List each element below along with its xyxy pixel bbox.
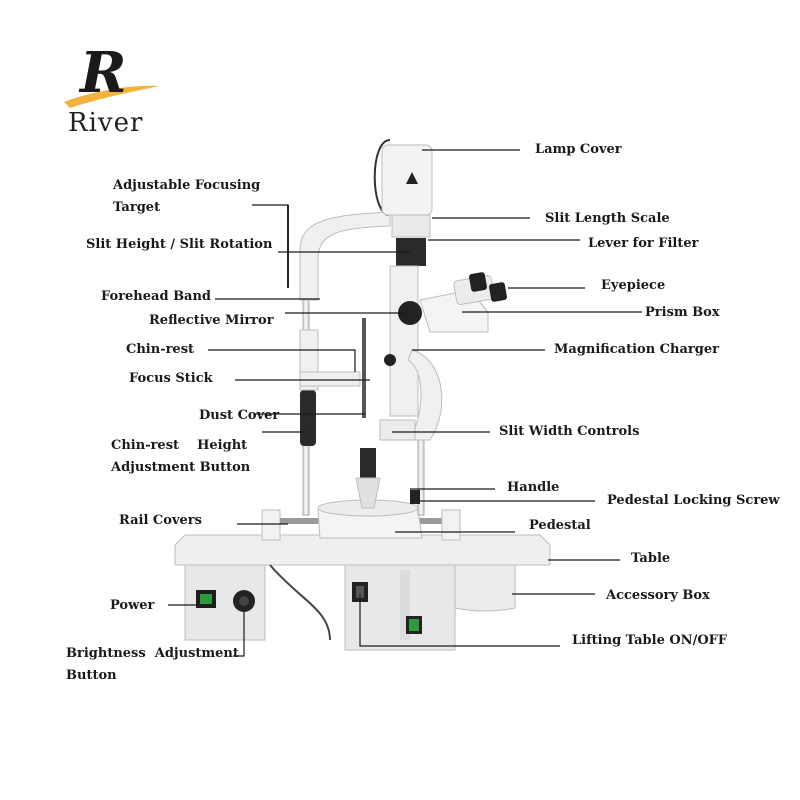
focus-stick[interactable] (362, 318, 366, 418)
label-focus-stick: Focus Stick (129, 371, 213, 386)
label-power: Power (110, 598, 155, 613)
label-adjustable-focusing-target: Adjustable Focusing Target (113, 178, 261, 215)
brand-logo-mark: R (64, 40, 160, 108)
label-prism-box: Prism Box (645, 305, 720, 320)
brand-logo-letter: R (78, 40, 127, 106)
brand-name: River (68, 108, 144, 138)
label-chin-rest: Chin-rest (126, 342, 195, 357)
slit-width-controls[interactable] (379, 419, 416, 441)
leader-line (252, 204, 289, 288)
reflective-mirror (398, 301, 422, 325)
label-magnification-charger: Magnification Charger (554, 342, 719, 357)
label-pedestal: Pedestal (529, 518, 591, 533)
lamp-cover (381, 144, 433, 216)
label-slit-width-controls: Slit Width Controls (499, 424, 640, 439)
power-cable (269, 564, 331, 641)
handle[interactable] (355, 448, 420, 509)
eyepiece[interactable] (489, 282, 508, 303)
chin-rest-height-button[interactable] (300, 390, 316, 446)
power-switch[interactable] (196, 590, 216, 608)
label-lamp-cover: Lamp Cover (535, 142, 622, 157)
label-table: Table (631, 551, 671, 566)
brightness-knob[interactable] (233, 590, 255, 612)
label-lever-for-filter: Lever for Filter (588, 236, 699, 251)
accessory-box (454, 564, 516, 612)
label-accessory-box: Accessory Box (606, 588, 710, 603)
brand-swoosh (64, 85, 160, 108)
leader-lines (168, 149, 642, 657)
label-pedestal-locking-screw: Pedestal Locking Screw (607, 493, 780, 508)
microscope (419, 272, 508, 333)
label-lifting-table-on-off: Lifting Table ON/OFF (572, 633, 728, 648)
slit-lamp-column (373, 139, 443, 441)
label-reflective-mirror: Reflective Mirror (149, 313, 274, 328)
lifting-table-switch[interactable] (352, 582, 422, 634)
table (174, 534, 551, 651)
label-handle: Handle (507, 480, 560, 495)
label-brightness-adjustment-button: Brightness Adjustment Button (66, 646, 239, 683)
leader-line (359, 595, 560, 647)
pedestal-locking-screw[interactable] (410, 490, 420, 504)
label-eyepiece: Eyepiece (601, 278, 666, 293)
label-slit-height-slit-rotation: Slit Height / Slit Rotation (86, 237, 273, 252)
leader-line (233, 612, 245, 657)
leader-line (208, 349, 356, 372)
label-forehead-band: Forehead Band (101, 289, 212, 304)
label-slit-length-scale: Slit Length Scale (545, 211, 670, 226)
label-chin-rest-height-adjustment-button: Chin-rest Height Adjustment Button (111, 438, 251, 475)
label-dust-cover: Dust Cover (199, 408, 280, 423)
label-rail-covers: Rail Covers (119, 513, 202, 528)
